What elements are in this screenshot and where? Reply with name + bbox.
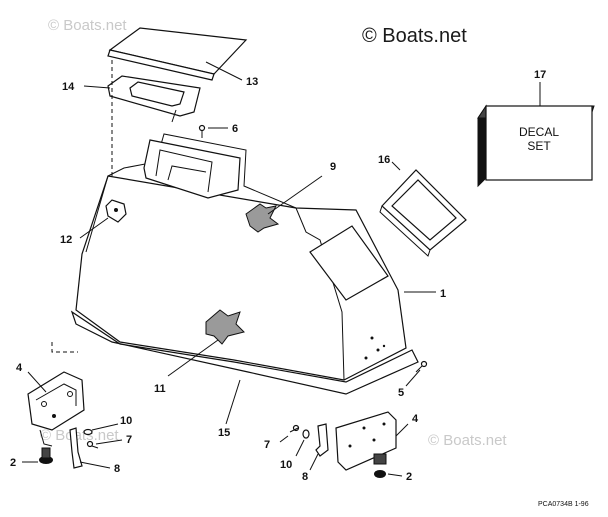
callout-2a: 2 <box>10 457 16 469</box>
part-2-mount-right <box>373 453 387 478</box>
part-13-silencer-cover <box>107 27 248 81</box>
leader-5 <box>405 369 421 387</box>
part-7-screw-right <box>289 424 300 433</box>
leader-14 <box>83 85 111 89</box>
part-8-clip-left <box>69 427 83 469</box>
leader-10b <box>295 439 305 457</box>
watermark-faded-bottom-left: © Boats.net <box>40 427 119 444</box>
leader-7a <box>95 439 123 445</box>
part-2-mount-left <box>39 447 53 464</box>
part-10-washer-right <box>302 429 310 439</box>
leader-8b <box>309 453 319 471</box>
part-12-knob <box>105 199 127 223</box>
callout-5: 5 <box>398 387 404 399</box>
assembly-guide-bracket <box>51 342 78 353</box>
part-9-decal <box>245 203 280 233</box>
leader-12 <box>79 217 109 239</box>
leader-15 <box>225 379 241 425</box>
callout-7b: 7 <box>264 439 270 451</box>
decal-set-label-line1: DECAL <box>519 125 559 139</box>
watermark-faded-top-left: © Boats.net <box>48 17 127 34</box>
callout-11: 11 <box>154 383 166 395</box>
leader-7b <box>279 435 289 443</box>
watermark-main: © Boats.net <box>362 25 467 47</box>
leader-16 <box>391 161 401 171</box>
part-16-grommet <box>379 169 467 257</box>
part-7-screw-left <box>86 440 99 449</box>
decal-set-label-line2: SET <box>527 139 551 153</box>
callout-6: 6 <box>232 123 238 135</box>
part-1-engine-cover <box>75 133 407 381</box>
callout-15: 15 <box>218 427 230 439</box>
part-4-bracket-left <box>27 371 85 447</box>
leader-13 <box>205 61 243 81</box>
callout-8b: 8 <box>302 471 308 483</box>
part-8-clip-right <box>315 423 329 457</box>
callout-7a: 7 <box>126 434 132 446</box>
leader-10a <box>91 423 119 431</box>
callout-4a: 4 <box>16 362 23 374</box>
drawing-code: PCA0734B 1-96 <box>538 501 589 508</box>
callout-8a: 8 <box>114 463 120 475</box>
callout-13: 13 <box>246 76 258 88</box>
leader-11 <box>167 339 219 377</box>
callout-2b: 2 <box>406 471 412 483</box>
callout-10b: 10 <box>280 459 292 471</box>
callout-1: 1 <box>440 288 446 300</box>
part-10-washer-left <box>83 428 93 436</box>
callout-9: 9 <box>330 161 336 173</box>
leader-9 <box>267 175 323 215</box>
part-14-silencer-base <box>107 75 201 123</box>
part-4-bracket-right <box>335 411 397 471</box>
callout-12: 12 <box>60 234 72 246</box>
callout-10a: 10 <box>120 415 132 427</box>
callout-17: 17 <box>534 69 546 81</box>
callout-4b: 4 <box>412 413 419 425</box>
callout-14: 14 <box>62 81 75 93</box>
part-11-decal <box>205 309 245 345</box>
leader-4a <box>27 371 47 393</box>
leader-4b <box>395 423 409 437</box>
watermark-faded-bottom-right: © Boats.net <box>428 432 507 449</box>
callout-16: 16 <box>378 154 390 166</box>
leader-2b <box>387 473 403 477</box>
part-6-screw <box>198 124 206 138</box>
leader-8a <box>79 461 111 469</box>
part-17-decal-set-box: DECAL SET <box>477 104 595 188</box>
part-5-screw <box>415 360 428 373</box>
